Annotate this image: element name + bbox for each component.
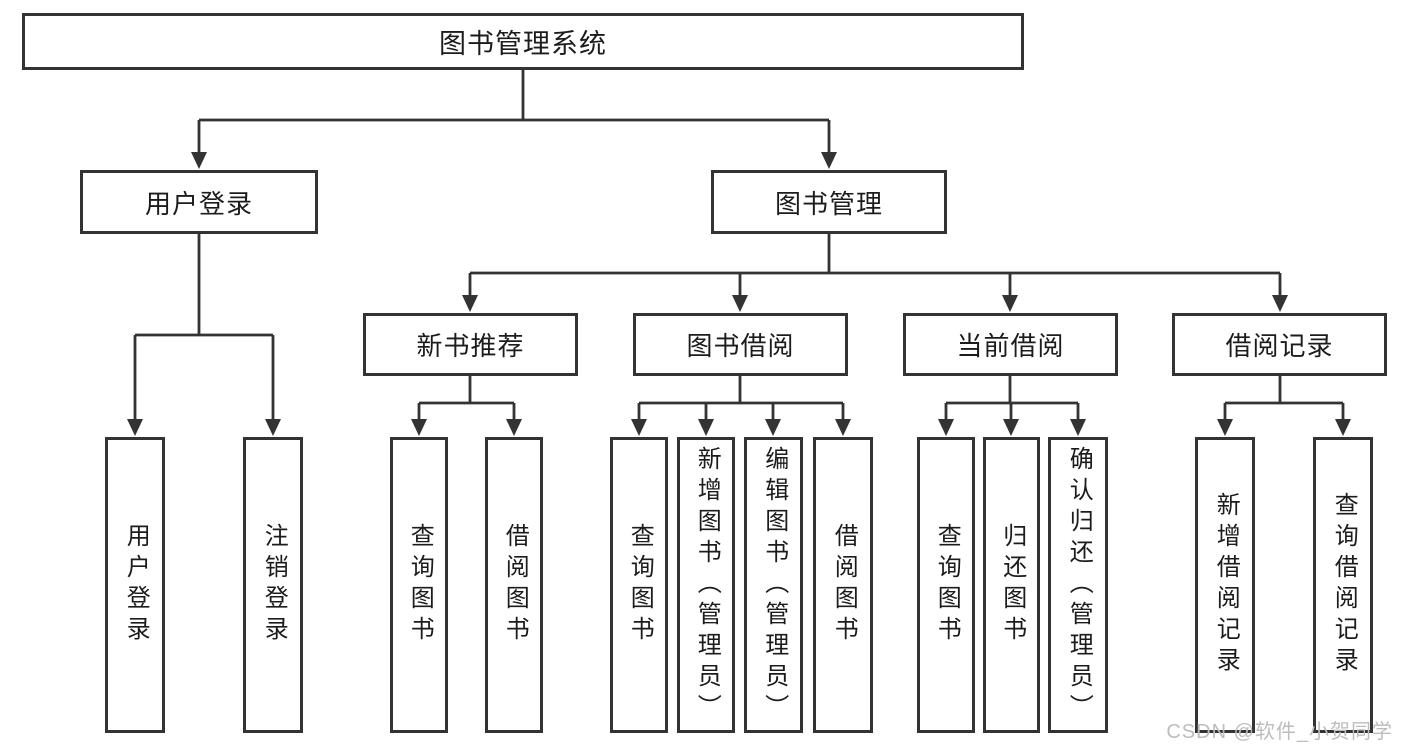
node-label: 注销登录 (260, 523, 288, 647)
node-label: 查询图书 (406, 523, 434, 647)
connector-new-book-recommend-to-leaves (411, 376, 522, 436)
leaf-query-borrow-record: 查询借阅记录 (1313, 437, 1373, 733)
node-label: 图书管理系统 (439, 29, 607, 59)
node-label: 编辑图书（管理员） (760, 445, 788, 725)
csdn-watermark: CSDN @软件_小贺同学 (1166, 721, 1393, 743)
leaf-edit-books-admin: 编辑图书（管理员） (744, 437, 803, 733)
node-current-borrowing: 当前借阅 (903, 313, 1118, 376)
leaf-borrow-books-recommend: 借阅图书 (485, 437, 543, 733)
node-label: 新增图书（管理员） (693, 445, 721, 725)
node-book-borrowing: 图书借阅 (633, 313, 848, 376)
node-label: 新增借阅记录 (1212, 492, 1240, 678)
node-label: 图书借阅 (686, 331, 795, 361)
connector-book-management-to-level3 (462, 234, 1288, 312)
node-label: 查询图书 (626, 523, 654, 647)
node-label: 查询借阅记录 (1330, 492, 1358, 678)
node-label: 用户登录 (144, 188, 253, 219)
node-label: 当前借阅 (956, 331, 1065, 361)
leaf-query-books-recommend: 查询图书 (390, 437, 448, 733)
connector-borrowing-records-to-leaves (1217, 376, 1351, 436)
node-label: 查询图书 (933, 523, 961, 647)
node-new-book-recommend: 新书推荐 (363, 313, 578, 376)
node-label: 图书管理 (774, 188, 883, 219)
leaf-add-borrow-record: 新增借阅记录 (1195, 437, 1255, 733)
leaf-add-books-admin: 新增图书（管理员） (677, 437, 735, 733)
node-library-system: 图书管理系统 (22, 13, 1024, 70)
leaf-query-books-borrowing: 查询图书 (610, 437, 668, 733)
node-label: 新书推荐 (416, 331, 525, 361)
node-label: 归还图书 (998, 523, 1026, 647)
leaf-query-books-current: 查询图书 (917, 437, 975, 733)
connector-root-to-level2 (191, 70, 837, 169)
node-label: 用户登录 (122, 523, 150, 647)
node-borrowing-records: 借阅记录 (1172, 313, 1387, 376)
node-book-management: 图书管理 (711, 170, 947, 234)
leaf-return-books: 归还图书 (983, 437, 1040, 733)
connector-current-borrowing-to-leaves (938, 376, 1086, 436)
node-label: 借阅记录 (1225, 331, 1334, 361)
node-label: 借阅图书 (830, 523, 858, 647)
leaf-confirm-return-admin: 确认归还（管理员） (1048, 437, 1108, 733)
leaf-borrow-books-borrowing: 借阅图书 (813, 437, 873, 733)
node-user-login: 用户登录 (80, 170, 318, 234)
leaf-logout: 注销登录 (243, 437, 303, 733)
leaf-user-login: 用户登录 (105, 437, 165, 733)
node-label: 借阅图书 (501, 523, 529, 647)
connector-book-borrowing-to-leaves (631, 376, 851, 436)
node-label: 确认归还（管理员） (1065, 445, 1093, 725)
connector-user-login-to-leaves (127, 234, 281, 436)
